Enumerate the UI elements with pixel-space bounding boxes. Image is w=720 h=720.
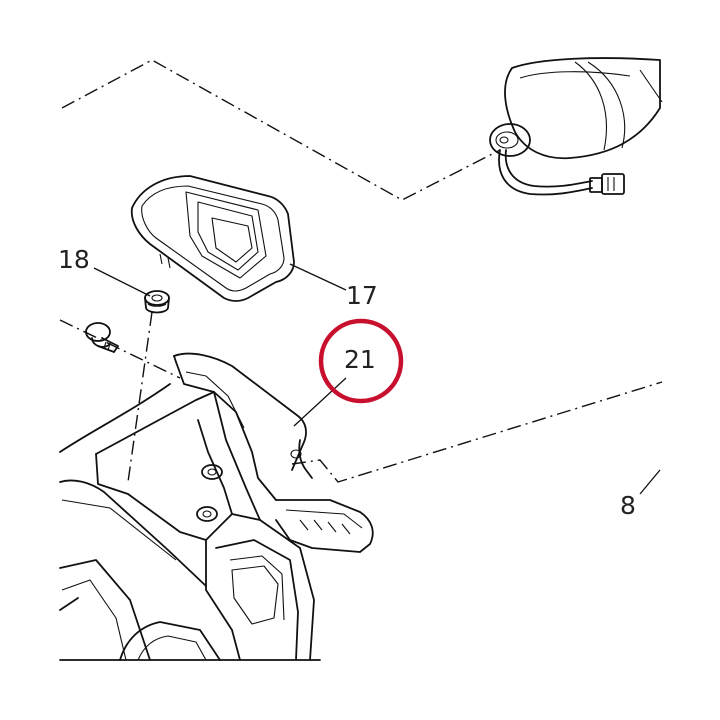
callout-17: 17 bbox=[346, 281, 378, 310]
screw bbox=[85, 322, 119, 353]
part-17-meter-housing bbox=[130, 175, 295, 302]
assembly-dash-lines bbox=[59, 59, 663, 483]
callout-8: 8 bbox=[620, 491, 636, 520]
wiring-assembly bbox=[489, 57, 663, 196]
part-21-fairing-bracket bbox=[59, 352, 374, 661]
highlight-circle bbox=[318, 318, 404, 404]
callout-21: 21 bbox=[344, 345, 376, 374]
part-18-grommet bbox=[144, 290, 170, 314]
connector-plug bbox=[589, 177, 603, 193]
callout-18: 18 bbox=[58, 245, 90, 274]
leader-lines bbox=[93, 263, 661, 495]
